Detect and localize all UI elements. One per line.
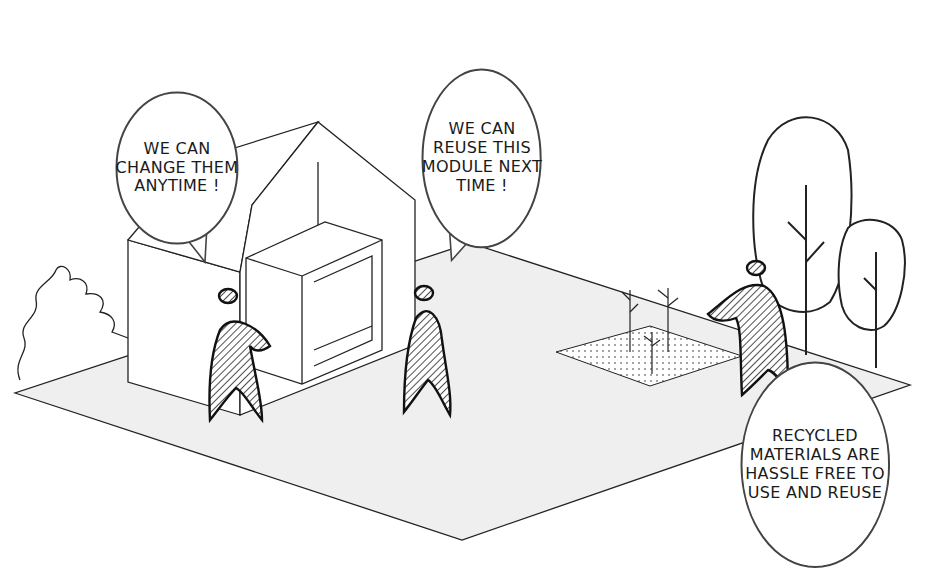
speech-bubble: RECYCLED MATERIALS ARE HASSLE FREE TO US… — [740, 361, 891, 569]
speech-bubble: WE CAN CHANGE THEM ANYTIME ! — [115, 91, 239, 245]
bush — [18, 266, 128, 380]
speech-bubble: WE CAN REUSE THIS MODULE NEXT TIME ! — [421, 68, 542, 249]
module-box — [246, 222, 382, 384]
planting-bed — [556, 288, 742, 386]
bubble-text: RECYCLED MATERIALS ARE HASSLE FREE TO US… — [740, 427, 891, 503]
bubble-text: WE CAN REUSE THIS MODULE NEXT TIME ! — [421, 120, 542, 196]
person-figures — [209, 261, 788, 420]
bubble-text: WE CAN CHANGE THEM ANYTIME ! — [115, 140, 239, 197]
